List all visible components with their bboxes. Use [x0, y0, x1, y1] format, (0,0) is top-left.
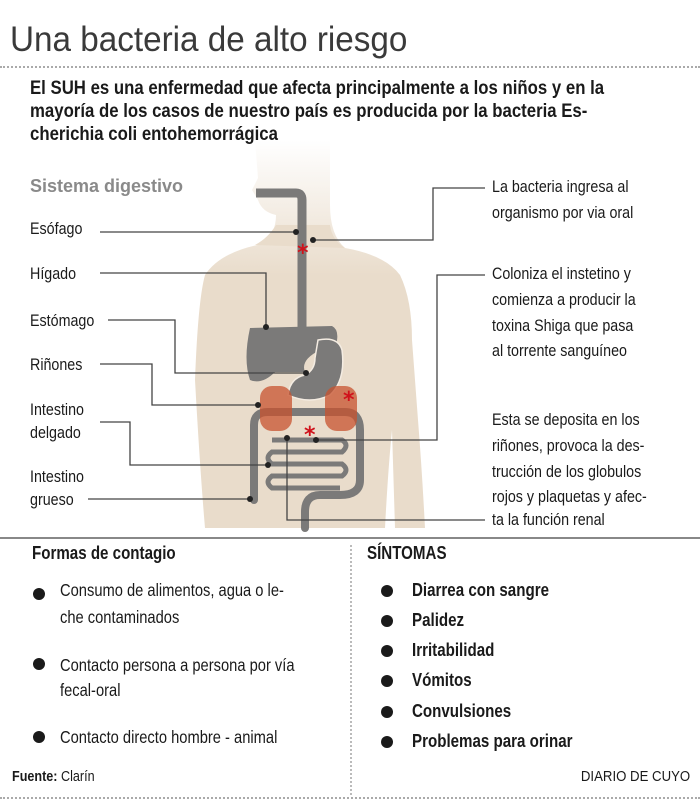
label-intestino-delgado: delgado	[30, 423, 81, 442]
contagio-heading: Formas de contagio	[32, 543, 176, 563]
svg-text:*: *	[343, 388, 355, 413]
brand: DIARIO DE CUYO	[580, 768, 690, 785]
step-2: toxina Shiga que pasa	[492, 316, 634, 335]
sintoma-item: Diarrea con sangre	[412, 580, 549, 600]
svg-text:*: *	[297, 241, 309, 266]
page-title: Una bacteria de alto riesgo	[10, 20, 408, 59]
label-intestino-grueso: grueso	[30, 490, 74, 509]
kidneys	[260, 386, 357, 431]
leader-dots	[247, 229, 319, 502]
intro-line: El SUH es una enfermedad que afecta prin…	[30, 77, 605, 99]
label-intestino-delgado: Intestino	[30, 400, 84, 419]
contagio-item: fecal-oral	[60, 680, 121, 700]
bullet-icon	[381, 736, 393, 748]
step-1: La bacteria ingresa al	[492, 177, 629, 196]
source-name: Clarín	[61, 768, 95, 785]
label-higado: Hígado	[30, 264, 77, 283]
contagio-item: Contacto persona a persona por vía	[60, 655, 295, 675]
bullet-icon	[381, 645, 393, 657]
sintoma-item: Vómitos	[412, 670, 472, 690]
intro-line: mayoría de los casos de nuestro país es …	[30, 100, 588, 122]
contagio-item: Contacto directo hombre - animal	[60, 727, 278, 747]
step-2: al torrente sanguíneo	[492, 341, 627, 360]
step-3: Esta se deposita en los	[492, 410, 640, 429]
intro-line: cherichia coli entohemorrágica	[30, 123, 278, 145]
esophagus	[256, 188, 307, 332]
label-esofago: Esófago	[30, 219, 83, 238]
label-intestino-grueso: Intestino	[30, 467, 84, 486]
bullet-icon	[33, 731, 45, 743]
sintoma-item: Irritabilidad	[412, 640, 495, 660]
bullet-icon	[381, 615, 393, 627]
step-1: organismo por via oral	[492, 203, 634, 222]
source-label: Fuente:	[12, 768, 58, 785]
step-3: trucción de los globulos	[492, 462, 642, 481]
bullet-icon	[33, 658, 45, 670]
label-rinones: Riñones	[30, 355, 83, 374]
sintoma-item: Problemas para orinar	[412, 731, 573, 751]
divider	[0, 66, 700, 68]
bacteria-star-icons: * * *	[297, 241, 355, 448]
step-2: comienza a producir la	[492, 290, 636, 309]
bullet-icon	[381, 675, 393, 687]
step-3: ta la función renal	[492, 510, 605, 529]
bullet-icon	[33, 588, 45, 600]
section-divider	[0, 537, 700, 539]
sintomas-heading: SÍNTOMAS	[367, 543, 447, 563]
contagio-item: che contaminados	[60, 607, 180, 627]
step-3: riñones, provoca la des-	[492, 436, 645, 455]
sintoma-item: Convulsiones	[412, 701, 512, 721]
divider	[0, 797, 700, 799]
svg-text:*: *	[304, 423, 316, 448]
sintoma-item: Palidez	[412, 610, 465, 630]
source: Fuente: Clarín	[12, 768, 95, 785]
diagram-heading: Sistema digestivo	[30, 176, 184, 196]
step-2: Coloniza el instetino y	[492, 264, 631, 283]
leader-lines	[88, 187, 485, 521]
label-estomago: Estómago	[30, 311, 95, 330]
small-intestine	[265, 437, 349, 491]
contagio-item: Consumo de alimentos, agua o le-	[60, 580, 284, 600]
bullet-icon	[381, 585, 393, 597]
step-3: rojos y plaquetas y afec-	[492, 487, 647, 506]
bullet-icon	[381, 706, 393, 718]
column-divider	[350, 545, 352, 795]
liver	[246, 326, 338, 382]
